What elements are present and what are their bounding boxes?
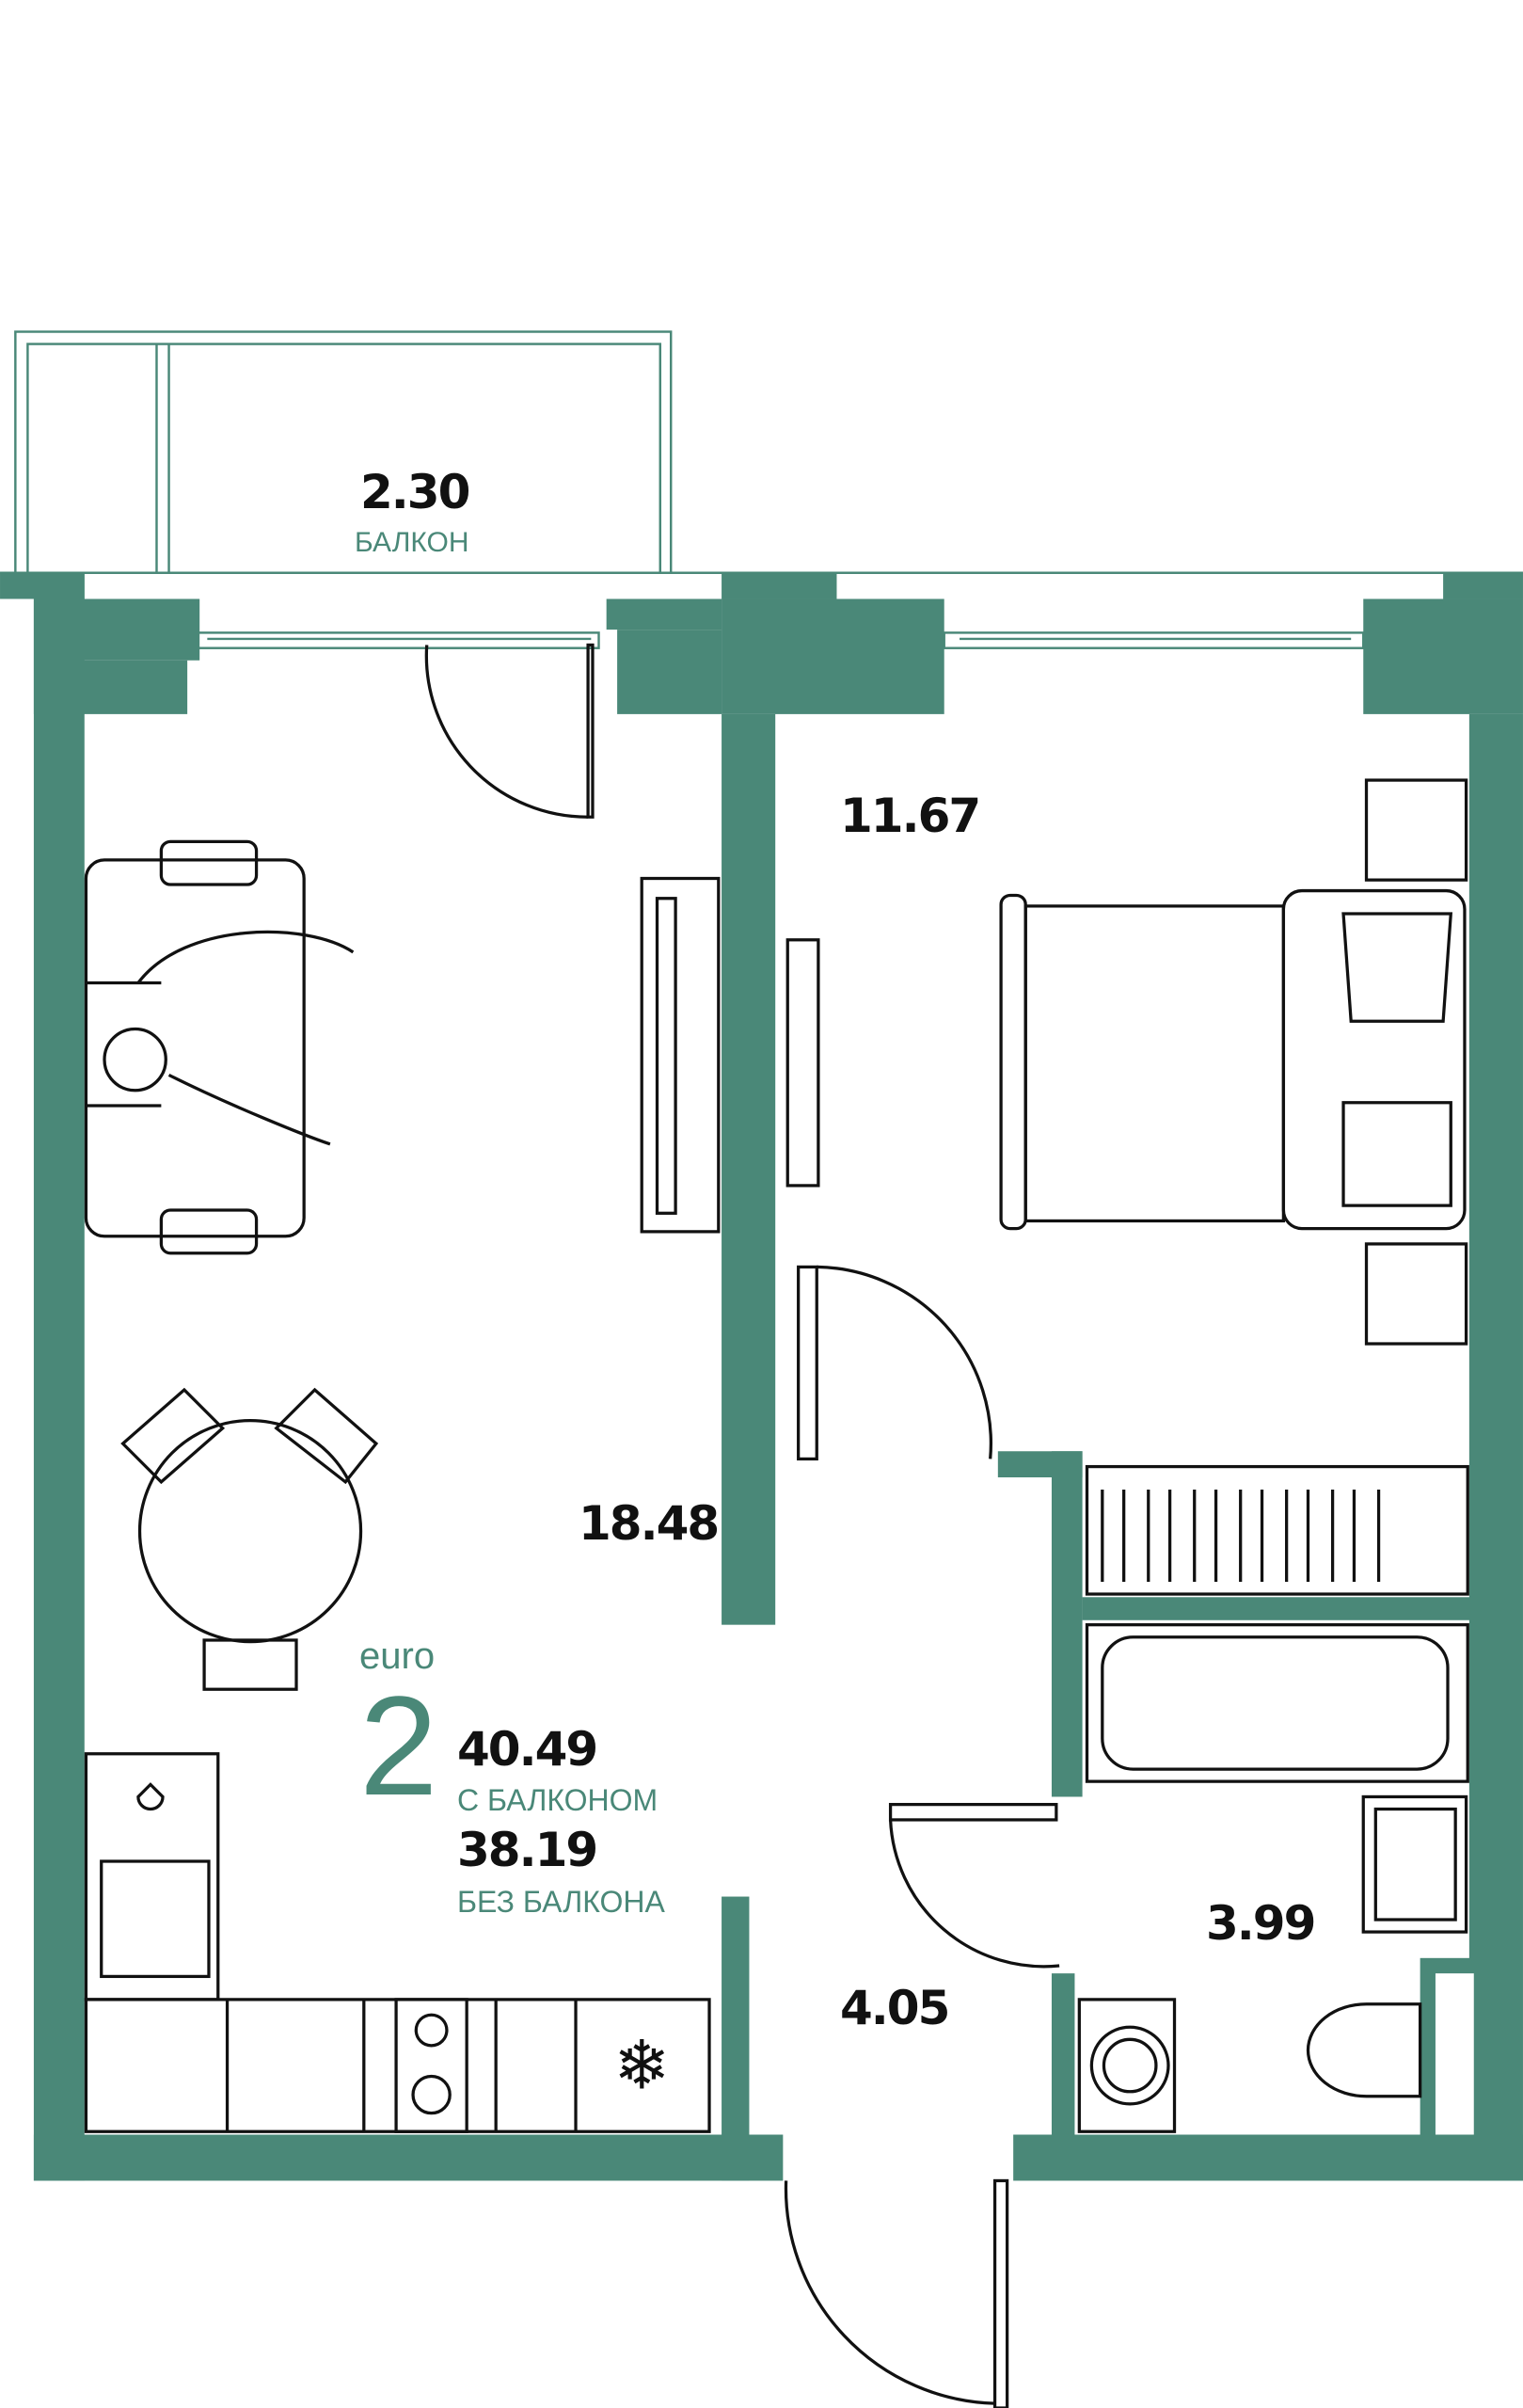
tv-unit-living — [640, 876, 721, 1234]
window-bedroom — [943, 631, 1365, 649]
radiator — [1085, 1464, 1469, 1596]
hallway-area: 4.05 — [840, 1981, 950, 2035]
walls — [0, 572, 1523, 2181]
bathroom-door[interactable] — [888, 1802, 1060, 1969]
sink — [1361, 1794, 1468, 1934]
balcony-area: 2.30 — [360, 465, 470, 519]
dining-table — [120, 1387, 379, 1691]
sofa — [84, 839, 355, 1255]
entrance-door[interactable] — [784, 2178, 1009, 2408]
bedroom-area: 11.67 — [840, 789, 981, 843]
window-living — [190, 631, 600, 649]
washing-machine — [1077, 1998, 1177, 2133]
nightstand-bottom — [1364, 1242, 1468, 1346]
with-balcony-label: С БАЛКОНОМ — [457, 1783, 658, 1817]
fridge-snowflake-icon: ❄ — [613, 2029, 670, 2104]
bathroom-area: 3.99 — [1206, 1896, 1316, 1951]
balcony-door[interactable] — [424, 643, 595, 819]
kitchen-unit — [84, 1752, 711, 2133]
bed — [999, 888, 1467, 1231]
rooms-count: 2 — [359, 1666, 438, 1825]
balcony-label: БАЛКОН — [355, 527, 469, 558]
total-without-balcony: 38.19 — [457, 1823, 598, 1877]
without-balcony-label: БЕЗ БАЛКОНА — [457, 1885, 665, 1919]
bathtub — [1085, 1623, 1469, 1783]
total-with-balcony: 40.49 — [457, 1722, 598, 1777]
nightstand-top — [1364, 778, 1468, 882]
living-kitchen-area: 18.48 — [579, 1496, 720, 1551]
toilet — [1306, 2002, 1422, 2098]
tv-unit-bedroom — [785, 938, 820, 1188]
plan-type: euro — [359, 1635, 436, 1677]
bedroom-door[interactable] — [797, 1265, 992, 1461]
